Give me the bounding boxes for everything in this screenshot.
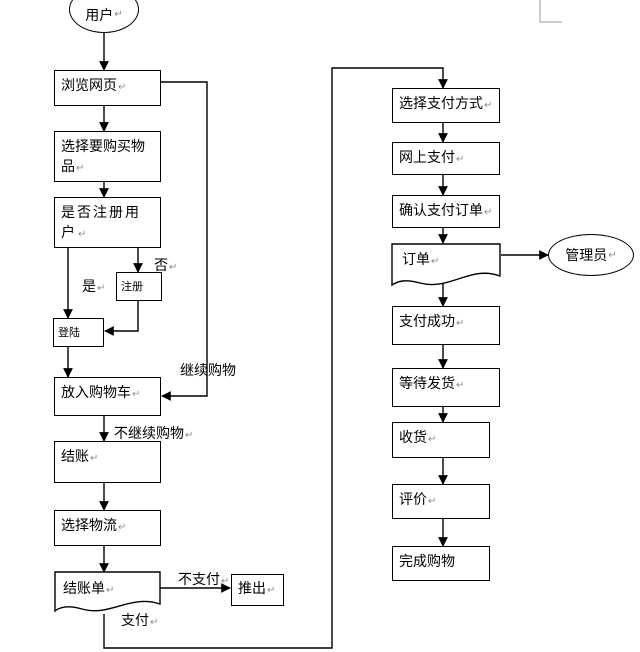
node-order-label: 订单 — [402, 252, 430, 268]
node-complete: 完成购物 — [392, 546, 490, 581]
node-checkout-label: 结账 — [61, 449, 89, 465]
node-confirm-order-label: 确认支付订单 — [399, 203, 483, 219]
node-checkout: 结账↵ — [54, 441, 161, 483]
node-complete-label: 完成购物 — [399, 554, 455, 570]
node-choose-logistics-label: 选择物流 — [61, 518, 117, 534]
edge-label-continue-shopping: 继续购物 — [180, 363, 236, 379]
edge-label-no: 否↵ — [154, 258, 178, 274]
node-bill-label: 结账单 — [63, 581, 105, 597]
node-is-registered-label: 是否注册用户 — [61, 205, 141, 241]
node-pay-success-label: 支付成功 — [399, 314, 455, 330]
node-review-label: 评价 — [399, 492, 427, 508]
node-choose-payment: 选择支付方式↵ — [392, 88, 500, 123]
node-admin-label: 管理员 — [565, 248, 608, 264]
node-select-items: 选择要购买物品↵ — [54, 131, 161, 182]
node-online-pay-label: 网上支付 — [399, 150, 455, 166]
node-exit: 推出↵ — [231, 574, 284, 606]
node-await-shipping: 等待发货↵ — [392, 368, 500, 407]
node-online-pay: 网上支付↵ — [392, 142, 500, 175]
edge-label-no-pay: 不支付↵ — [178, 572, 230, 588]
bill-doc-shape — [54, 571, 161, 613]
node-register-label: 注册 — [121, 280, 143, 293]
edge-label-pay: 支付↵ — [121, 613, 159, 629]
node-register: 注册 — [116, 272, 162, 301]
node-order: 订单↵ — [402, 252, 440, 268]
node-exit-label: 推出 — [238, 581, 266, 597]
node-user-label: 用户 — [85, 7, 114, 24]
node-confirm-order: 确认支付订单↵ — [392, 195, 500, 228]
node-choose-payment-label: 选择支付方式 — [399, 96, 483, 112]
node-pay-success: 支付成功↵ — [392, 306, 500, 345]
node-browse-label: 浏览网页 — [61, 78, 117, 94]
edge-label-yes: 是↵ — [82, 279, 106, 295]
node-choose-logistics: 选择物流↵ — [54, 510, 161, 546]
node-browse: 浏览网页↵ — [54, 70, 161, 106]
node-bill: 结账单↵ — [63, 581, 115, 597]
node-review: 评价↵ — [392, 484, 490, 519]
node-receive: 收货↵ — [392, 422, 490, 458]
node-await-shipping-label: 等待发货 — [399, 376, 455, 392]
node-login-label: 登陆 — [58, 326, 80, 339]
edge-label-stop-shopping: 不继续购物↵ — [114, 426, 194, 442]
node-add-to-cart-label: 放入购物车 — [61, 385, 131, 401]
order-doc-shape — [391, 243, 501, 287]
node-receive-label: 收货 — [399, 430, 427, 446]
node-login: 登陆 — [53, 318, 104, 347]
node-add-to-cart: 放入购物车↵ — [54, 377, 161, 416]
node-select-items-label: 选择要购买物品 — [61, 139, 145, 175]
node-is-registered: 是否注册用户↵ — [54, 197, 161, 248]
node-admin: 管理员↵ — [548, 234, 634, 276]
